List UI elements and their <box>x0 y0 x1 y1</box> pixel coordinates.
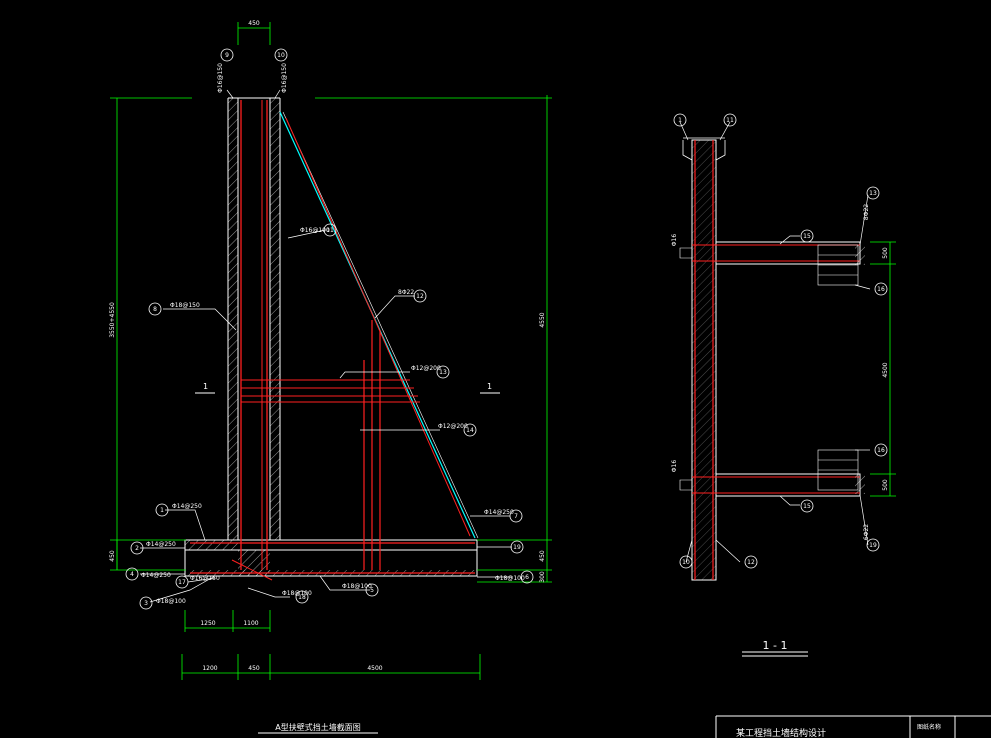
rebar-label-8: Φ18@150 <box>170 302 200 309</box>
sec-dim-top: 500 <box>882 247 889 259</box>
section-mark-left: 1 <box>203 382 208 391</box>
sec-rebar-15a: Φ16 <box>671 234 678 247</box>
sec-bubble-15b: 15 <box>803 503 811 510</box>
sec-bubble-11: 11 <box>726 117 734 124</box>
bubble-5: 5 <box>370 587 374 594</box>
sec-dim-bot: 500 <box>882 479 889 491</box>
dim-heel-left: 450 <box>109 550 116 562</box>
rebar-label-12: 8Φ22 <box>398 289 414 296</box>
sec-bubble-16a: 16 <box>877 286 885 293</box>
rebar-label-18: Φ18@100 <box>282 590 312 597</box>
sec-rebar-15b: Φ16 <box>671 460 678 473</box>
text-layer: 450 3550+4550 4550 450 450 300 1250 1100… <box>109 20 941 738</box>
main-elevation <box>110 22 552 734</box>
rebar-label-10: Φ16@150 <box>281 63 288 93</box>
bubble-3: 3 <box>144 600 148 607</box>
rebar-label-9: Φ16@150 <box>217 63 224 93</box>
bubble-17: 17 <box>178 579 186 586</box>
bubble-11: 11 <box>326 227 334 234</box>
rebar-label-4: Φ14@250 <box>141 572 171 579</box>
bubble-1: 1 <box>160 507 164 514</box>
rebar-label-7: Φ14@250 <box>484 509 514 516</box>
dim-bottom-a: 1250 <box>200 620 215 627</box>
bubble-4: 4 <box>130 571 134 578</box>
sec-rebar-13: 8Φ22 <box>863 204 870 220</box>
wall-hatch-right <box>270 98 280 540</box>
sec-dim-spacing: 4500 <box>882 362 889 377</box>
wall-hatch-left <box>228 98 238 540</box>
dim-heel-right: 450 <box>539 550 546 562</box>
rebar-label-13: Φ12@200 <box>411 365 441 372</box>
wall-stem <box>237 97 271 541</box>
sec-bubble-19: 19 <box>869 542 877 549</box>
rebar-label-17: Φ16@150 <box>190 575 220 582</box>
bubble-18: 18 <box>298 594 306 601</box>
rebar-label-5: Φ18@100 <box>342 583 372 590</box>
bubble-9: 9 <box>225 52 229 59</box>
bubble-14: 14 <box>466 427 474 434</box>
rebar-label-3: Φ18@100 <box>156 598 186 605</box>
rebar-label-14: Φ12@200 <box>438 423 468 430</box>
section-mark-right: 1 <box>487 382 492 391</box>
main-title: A型扶壁式挡土墙截面图 <box>275 722 360 732</box>
dim-right-height: 4550 <box>539 312 546 327</box>
section-title: 1 - 1 <box>763 639 788 652</box>
sec-bubble-15a: 15 <box>803 233 811 240</box>
rebar-label-6: Φ18@100 <box>495 575 525 582</box>
sec-rebar-19: 6Φ22 <box>863 524 870 540</box>
bubble-19: 19 <box>513 544 521 551</box>
section-1-1 <box>673 113 896 657</box>
bubble-7: 7 <box>514 513 518 520</box>
bubble-8: 8 <box>153 306 157 313</box>
sec-bubble-1: 1 <box>678 117 682 124</box>
title-block <box>715 715 991 738</box>
dim-bottom-1: 1200 <box>202 665 217 672</box>
bubble-10: 10 <box>277 52 285 59</box>
rebar-label-1: Φ14@250 <box>172 503 202 510</box>
bubble-13: 13 <box>439 369 447 376</box>
rebar-label-11: Φ16@100 <box>300 227 330 234</box>
sec-bubble-13: 13 <box>869 190 877 197</box>
rebar-label-2: Φ14@250 <box>146 541 176 548</box>
dim-foot-right: 300 <box>539 571 546 583</box>
dim-left-height: 3550+4550 <box>109 302 116 338</box>
bubble-2: 2 <box>135 545 139 552</box>
bubble-12: 12 <box>416 293 424 300</box>
sec-bubble-16b: 16 <box>877 447 885 454</box>
title-block-project: 某工程挡土墙结构设计 <box>736 727 826 738</box>
sec-bubble-10: 10 <box>682 559 690 566</box>
dim-bottom-3: 4500 <box>367 665 382 672</box>
dim-bottom-b: 1100 <box>243 620 258 627</box>
dim-top-width: 450 <box>248 20 260 27</box>
bubble-6: 6 <box>525 574 529 581</box>
dim-bottom-2: 450 <box>248 665 260 672</box>
sec-bubble-12: 12 <box>747 559 755 566</box>
title-block-label: 图纸名称 <box>917 723 941 731</box>
